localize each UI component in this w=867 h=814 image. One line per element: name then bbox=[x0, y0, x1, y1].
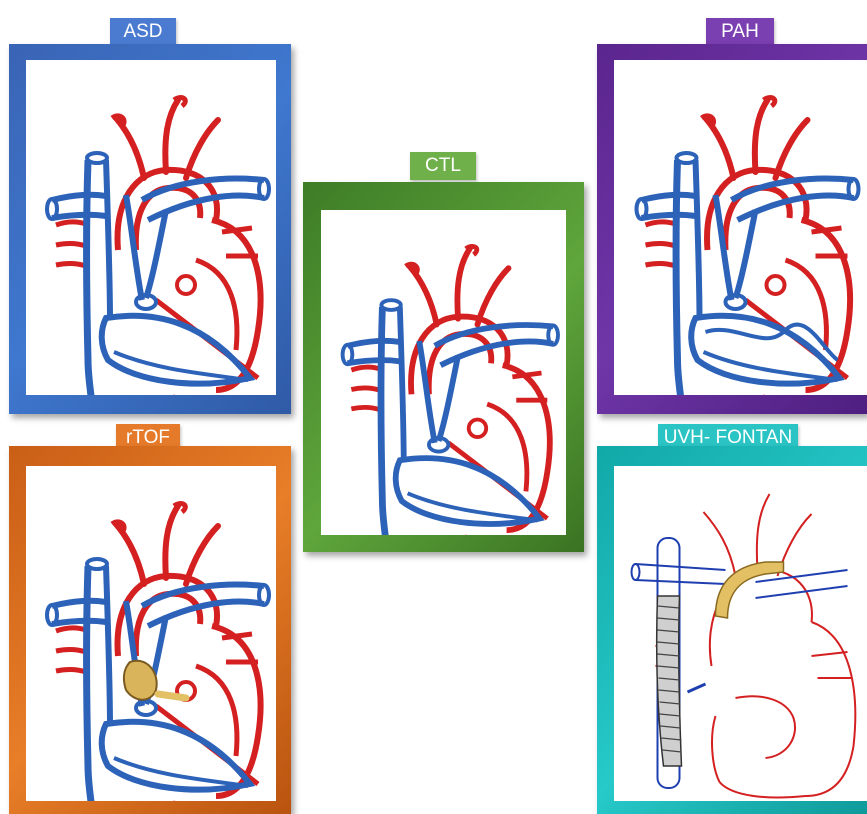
rtof-conduit bbox=[158, 694, 186, 698]
asd-heart-diagram bbox=[26, 60, 276, 395]
ctl-heart bbox=[343, 246, 558, 535]
pah-heart-diagram bbox=[614, 60, 867, 395]
ctl-heart-svg bbox=[321, 210, 566, 535]
uvh-fontan-heart-diagram bbox=[614, 466, 867, 801]
ctl-heart-diagram bbox=[321, 210, 566, 535]
uvh-red-heart-outline bbox=[656, 494, 856, 797]
uvh-graft bbox=[716, 562, 784, 618]
asd-heart bbox=[47, 98, 269, 395]
pah-heart-svg bbox=[614, 60, 867, 395]
asd-heart-svg bbox=[26, 60, 276, 395]
rtof-patch bbox=[124, 661, 157, 700]
ctl-label: CTL bbox=[410, 152, 476, 180]
uvh-fenestration bbox=[688, 684, 706, 692]
pah-heart bbox=[637, 98, 859, 395]
asd-label: ASD bbox=[110, 18, 176, 46]
uvh-fontan-conduit bbox=[657, 596, 682, 766]
rtof-heart bbox=[47, 504, 269, 801]
pah-label: PAH bbox=[706, 18, 774, 46]
rtof-heart-svg bbox=[26, 466, 276, 801]
rtof-heart-diagram bbox=[26, 466, 276, 801]
uvh-fontan-heart-svg bbox=[614, 466, 867, 801]
